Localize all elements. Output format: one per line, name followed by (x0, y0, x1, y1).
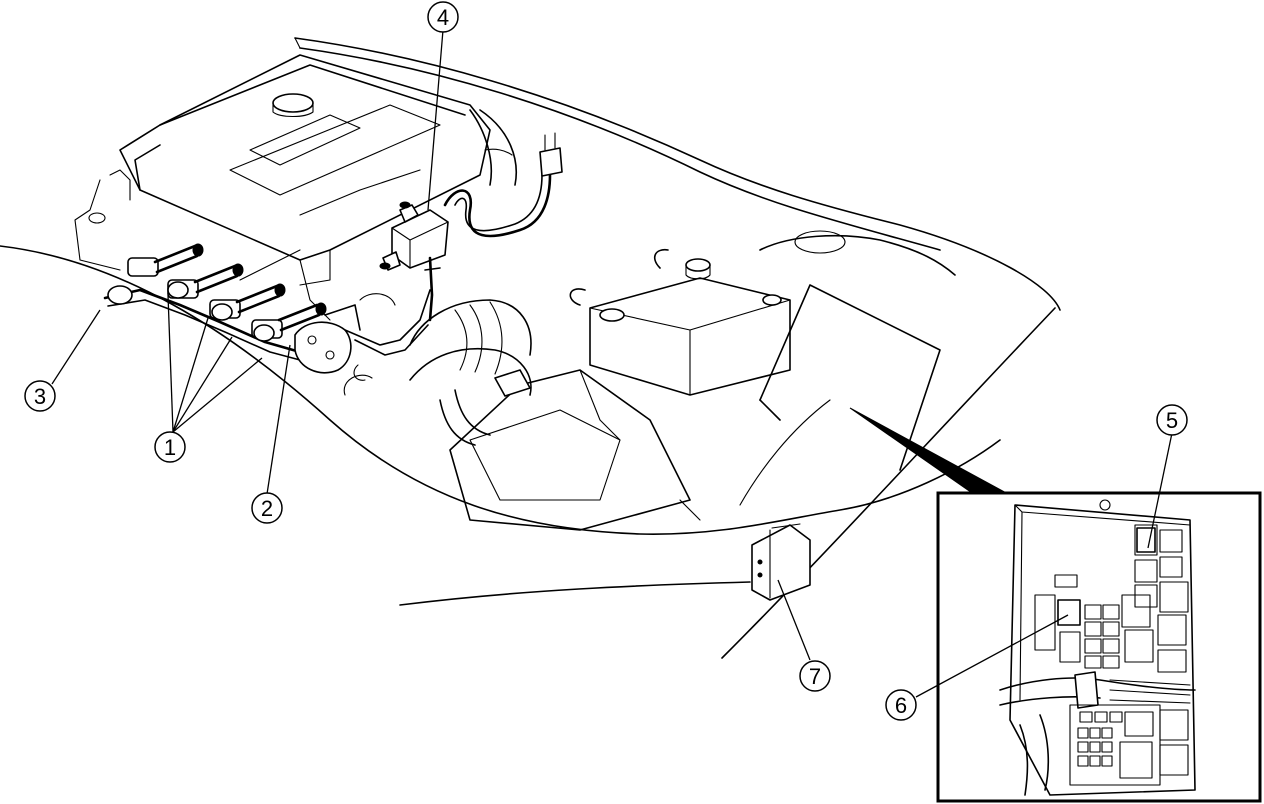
callout-7-label: 7 (809, 664, 821, 689)
callout-5: 5 (1156, 404, 1188, 436)
callout-3-label: 3 (34, 384, 46, 409)
callout-6-label: 6 (895, 693, 907, 718)
fuel-rail (103, 288, 302, 354)
air-cleaner (439, 369, 701, 531)
junction-box-inset (936, 491, 1262, 803)
callout-6: 6 (885, 689, 917, 721)
main-fuse-box-cover (759, 284, 941, 471)
callout-4: 4 (427, 1, 459, 33)
leader-lines (51, 29, 1173, 698)
relay-module (751, 523, 811, 601)
engine-head (74, 54, 491, 321)
body-outline (0, 37, 1061, 659)
callout-4-label: 4 (437, 5, 449, 30)
inset-pointer (849, 407, 1012, 503)
callout-1: 1 (154, 431, 186, 463)
callout-1-label: 1 (164, 435, 176, 460)
callout-2-label: 2 (261, 496, 273, 521)
callout-3: 3 (24, 380, 56, 412)
battery (569, 248, 791, 396)
fuel-pressure-regulator (294, 289, 431, 396)
fuel-injectors (103, 243, 327, 361)
callout-2: 2 (251, 492, 283, 524)
callout-5-label: 5 (1166, 408, 1178, 433)
callout-7: 7 (799, 660, 831, 692)
intake-duct (409, 109, 532, 396)
injector-1 (127, 243, 204, 277)
pulsation-damper-assembly (379, 132, 563, 322)
